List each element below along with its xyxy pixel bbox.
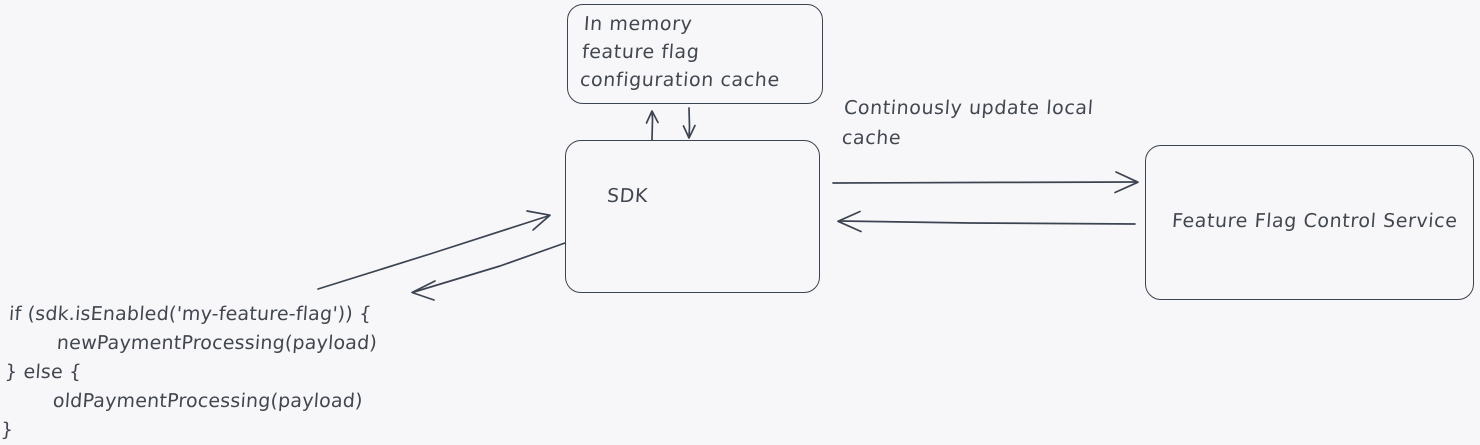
node-in-memory-cache-label: In memory feature flag configuration cac… [579, 13, 781, 91]
code-snippet: if (sdk.isEnabled('my-feature-flag')) { … [0, 303, 378, 441]
node-sdk-label: SDK [606, 185, 649, 207]
node-sdk[interactable] [565, 140, 820, 293]
node-in-memory-cache[interactable] [567, 4, 823, 104]
edge-sdk-to-cache-up [645, 110, 659, 141]
edge-code-to-sdk [317, 210, 551, 290]
edge-sdk-to-code [411, 242, 566, 301]
node-feature-flag-control-service[interactable] [1145, 145, 1474, 300]
edge-cache-to-sdk-down [682, 107, 696, 139]
edge-service-to-sdk [837, 210, 1136, 233]
edge-label-continuously-update-local-cache: Continously update local cache [841, 97, 1095, 149]
edge-sdk-to-service [832, 171, 1139, 194]
node-feature-flag-control-service-label: Feature Flag Control Service [1171, 210, 1459, 232]
